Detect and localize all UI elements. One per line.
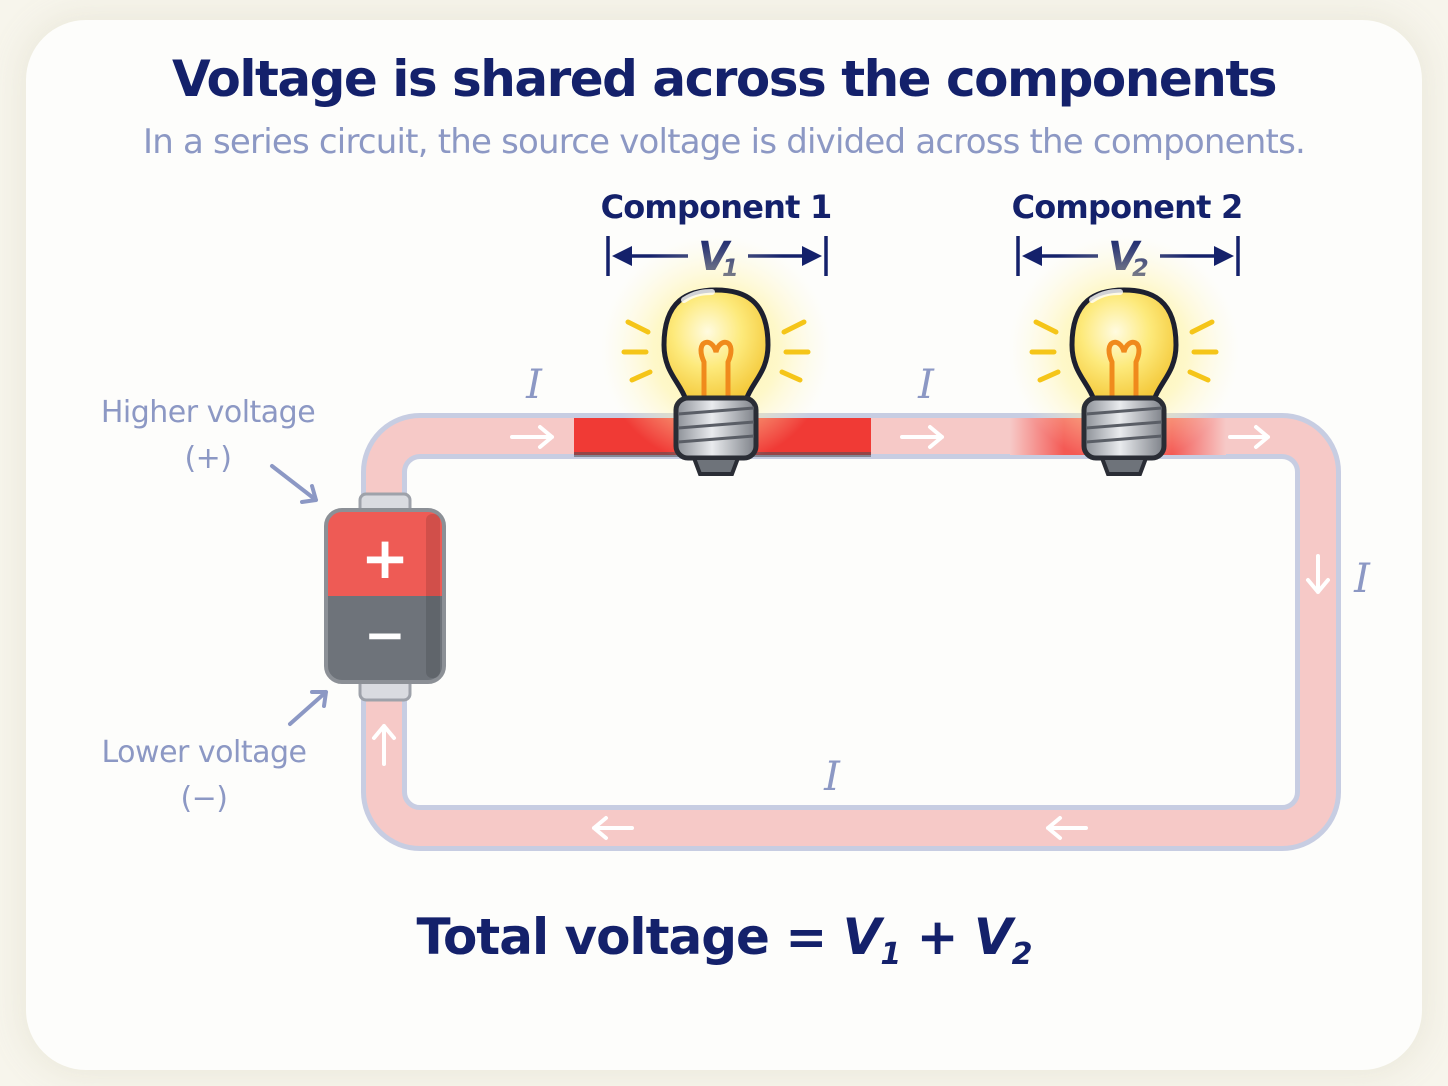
current-arrow-top-1-icon — [510, 425, 554, 449]
current-arrow-top-3-icon — [1228, 425, 1270, 449]
current-arrow-right-icon — [1306, 554, 1330, 594]
page-title: Voltage is shared across the components — [172, 50, 1278, 108]
current-arrow-bottom-1-icon — [1046, 816, 1088, 840]
current-label-3: I — [1353, 556, 1371, 602]
battery-minus-icon: − — [364, 606, 406, 664]
lightbulb-1-icon — [601, 235, 831, 476]
battery-icon — [324, 492, 446, 702]
component-2-label: Component 2 — [1011, 188, 1244, 226]
pointer-arrow-positive-icon — [270, 464, 318, 504]
total-term-1-subscript: 1 — [880, 937, 901, 972]
current-label-1: I — [525, 362, 543, 408]
circuit-wire — [361, 413, 1341, 851]
current-arrow-top-2-icon — [900, 425, 944, 449]
total-term-2-subscript: 2 — [1011, 937, 1033, 972]
total-voltage-prefix: Total voltage = — [416, 908, 843, 966]
component-1-label: Component 1 — [600, 188, 833, 226]
battery-plus-icon: + — [361, 524, 410, 592]
lightbulb-2-icon — [1009, 235, 1239, 476]
total-term-1-symbol: V — [842, 908, 882, 966]
lower-voltage-text: Lower voltage — [101, 735, 308, 770]
current-label-4: I — [823, 754, 841, 800]
total-term-2-symbol: V — [973, 908, 1013, 966]
lower-voltage-label: Lower voltage (−) — [74, 730, 334, 822]
lower-voltage-sign: (−) — [180, 781, 228, 816]
higher-voltage-label: Higher voltage (+) — [78, 390, 338, 482]
higher-voltage-sign: (+) — [184, 441, 232, 476]
pointer-arrow-negative-icon — [288, 690, 328, 726]
current-label-2: I — [917, 362, 935, 408]
higher-voltage-text: Higher voltage — [100, 395, 316, 430]
total-plus: + — [900, 908, 974, 966]
diagram-card — [26, 20, 1422, 1070]
current-arrow-bottom-2-icon — [592, 816, 634, 840]
page-subtitle: In a series circuit, the source voltage … — [142, 122, 1306, 162]
current-arrow-left-icon — [372, 724, 396, 766]
total-voltage-equation: Total voltage = V1 + V2 — [0, 908, 1448, 972]
